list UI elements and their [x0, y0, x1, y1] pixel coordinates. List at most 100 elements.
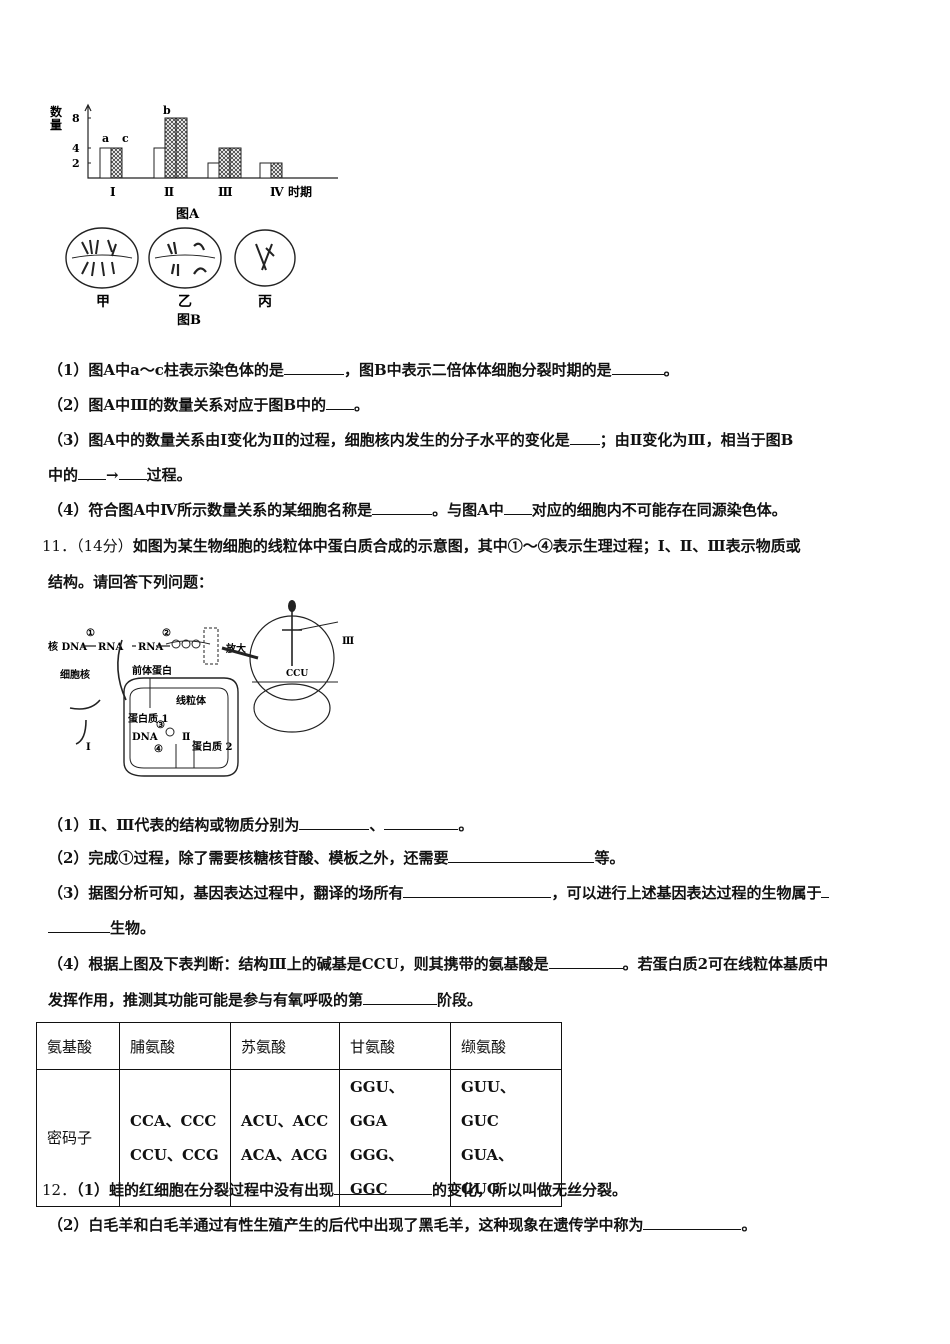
table-cell: GUU、GUC GUA、GUG: [450, 1069, 562, 1207]
axis-arrow: [84, 103, 92, 112]
answer-blank[interactable]: [611, 360, 664, 375]
q10-p4-text-c: 对应的细胞内不可能存在同源染色体。: [531, 501, 787, 519]
q11-p1-text-c: 。: [458, 816, 474, 834]
answer-blank[interactable]: [372, 500, 433, 515]
step4-label: ④: [154, 744, 163, 755]
y-axis-label: 量: [50, 118, 62, 132]
step2-label: ②: [162, 628, 171, 639]
protein1-label: 蛋白质 1: [128, 712, 168, 725]
x-tick-label: Ⅱ: [164, 185, 174, 199]
q11-p3-text-a: （3）据图分析可知，基因表达过程中，翻译的场所有: [48, 884, 404, 902]
answer-blank[interactable]: [283, 360, 344, 375]
q11-p1-text-a: （1）Ⅱ、Ⅲ代表的结构或物质分别为: [48, 816, 300, 834]
q12-p1-text-a: （1）蛙的红细胞在分裂过程中没有出现: [76, 1181, 335, 1199]
q11-stem-text1: 如图为某生物细胞的线粒体中蛋白质合成的示意图，其中①～④表示生理过程；Ⅰ、Ⅱ、Ⅲ…: [132, 537, 801, 555]
table-header-cell: 甘氨酸: [339, 1022, 451, 1070]
q10-p1-text-b: ，图B中表示二倍体体细胞分裂时期的是: [343, 361, 612, 379]
table-header-cell: 氨基酸: [36, 1022, 120, 1070]
answer-blank[interactable]: [643, 1215, 742, 1230]
codon-label: CCU: [286, 669, 308, 679]
bar-a: [207, 162, 220, 179]
q12-p2-text-a: （2）白毛羊和白毛羊通过有性生殖产生的后代中出现了黑毛羊，这种现象在遗传学中称为: [48, 1216, 644, 1234]
q10-part3b: 中的→过程。: [48, 465, 192, 485]
q10-p3-text-c: 中的: [48, 466, 79, 484]
table-header-cell: 苏氨酸: [230, 1022, 340, 1070]
bar-c: [270, 162, 283, 179]
cell-bing: [234, 229, 296, 287]
precursor-protein-label: 前体蛋白: [132, 664, 172, 677]
table-header-cell: 脯氨酸: [119, 1022, 231, 1070]
q11-p2-text-b: 等。: [594, 849, 625, 867]
codon-pair: GUU、GUC: [461, 1078, 515, 1130]
q11-part2: （2）完成①过程，除了需要核糖核苷酸、模板之外，还需要等。: [48, 848, 624, 868]
dna-mito-label: DNA: [132, 732, 158, 743]
q11-p4-text-b: 。若蛋白质2可在线粒体基质中: [622, 955, 829, 973]
cell-label-jia: 甲: [96, 294, 110, 310]
answer-blank[interactable]: [403, 883, 552, 898]
q10-p1-text-c: 。: [663, 361, 679, 379]
label-II: Ⅱ: [182, 732, 190, 743]
answer-blank[interactable]: [363, 990, 438, 1005]
rna-label-1: RNA: [98, 642, 123, 653]
q12-p1-text-b: 的变化，所以叫做无丝分裂。: [432, 1181, 628, 1199]
q11-p3-text-c: 生物。: [110, 919, 156, 937]
x-tick-label: Ⅰ: [110, 185, 116, 199]
q10-part1: （1）图A中a～c柱表示染色体的是 ，图B中表示二倍体体细胞分裂时期的是 。: [48, 360, 679, 380]
q11-p4-text-c: 发挥作用，推测其功能可能是参与有氧呼吸的第: [48, 991, 364, 1009]
axis-line: [87, 106, 338, 179]
y-axis-label: 数: [50, 104, 63, 119]
answer-blank[interactable]: [569, 430, 600, 445]
q10-p3-text-b: ；由Ⅱ变化为Ⅲ，相当于图B: [599, 431, 794, 449]
y-tick-label: 4: [72, 142, 80, 155]
answer-blank[interactable]: [48, 918, 110, 933]
answer-blank[interactable]: [334, 1180, 433, 1195]
step1-label: ①: [86, 628, 95, 639]
answer-blank[interactable]: [503, 500, 532, 515]
answer-blank[interactable]: [548, 954, 623, 969]
q10-p3-text-d: 过程。: [146, 466, 192, 484]
rna-label-2: RNA: [138, 642, 163, 653]
y-tick-label: 8: [72, 112, 80, 125]
bar-label-a: a: [102, 132, 109, 145]
protein2-label: 蛋白质 2: [192, 740, 232, 753]
answer-blank[interactable]: [299, 815, 370, 830]
q11-number: 11．: [42, 537, 77, 555]
q10-part4: （4）符合图A中Ⅳ所示数量关系的某细胞名称是。与图A中对应的细胞内不可能存在同源…: [48, 500, 787, 520]
answer-blank[interactable]: [821, 883, 830, 898]
figure-b-cells: 甲 乙 丙 图B: [65, 227, 296, 328]
figure-a-caption: 图A: [176, 207, 200, 222]
q11-part1: （1）Ⅱ、Ⅲ代表的结构或物质分别为、。: [48, 815, 473, 835]
q12-p2-text-b: 。: [741, 1216, 757, 1234]
figure-b-caption: 图B: [177, 313, 201, 328]
answer-blank[interactable]: [326, 395, 355, 410]
label-I: Ⅰ: [86, 742, 91, 753]
bar-b: [218, 147, 231, 179]
bar-label-c: c: [122, 132, 129, 145]
answer-blank[interactable]: [118, 465, 147, 480]
bar-c: [110, 147, 123, 179]
q10-p2-text-a: （2）图A中Ⅲ的数量关系对应于图B中的: [48, 396, 327, 414]
q10-part3a: （3）图A中的数量关系由Ⅰ变化为Ⅱ的过程，细胞核内发生的分子水平的变化是；由Ⅱ变…: [48, 430, 793, 450]
answer-blank[interactable]: [384, 815, 459, 830]
q10-p4-text-b: 。与图A中: [432, 501, 504, 519]
x-tick-label: Ⅳ: [270, 185, 284, 199]
q12-number: 12．: [42, 1181, 77, 1199]
q11-score: （14分）: [76, 537, 133, 555]
codon-pair: ACU、ACC: [241, 1112, 329, 1130]
step3-label: ③: [156, 720, 165, 731]
q11-stem-line2: 结构。请回答下列问题：: [48, 572, 213, 592]
cell-label-yi: 乙: [178, 294, 192, 310]
q11-p4-text-a: （4）根据上图及下表判断：结构Ⅲ上的碱基是CCU，则其携带的氨基酸是: [48, 955, 549, 973]
table-header-row: 氨基酸 脯氨酸 苏氨酸 甘氨酸 缬氨酸: [36, 1022, 562, 1070]
q10-p1-text-a: （1）图A中a～c柱表示染色体的是: [48, 361, 284, 379]
bar-c: [229, 147, 242, 179]
bar-a: [153, 147, 166, 179]
answer-blank[interactable]: [448, 848, 595, 863]
q10-p2-text-b: 。: [354, 396, 370, 414]
q10-part2: （2）图A中Ⅲ的数量关系对应于图B中的 。: [48, 395, 369, 415]
answer-blank[interactable]: [78, 465, 107, 480]
codon-pair: GUA、GUG: [461, 1146, 514, 1198]
cell-label-bing: 丙: [258, 294, 272, 310]
